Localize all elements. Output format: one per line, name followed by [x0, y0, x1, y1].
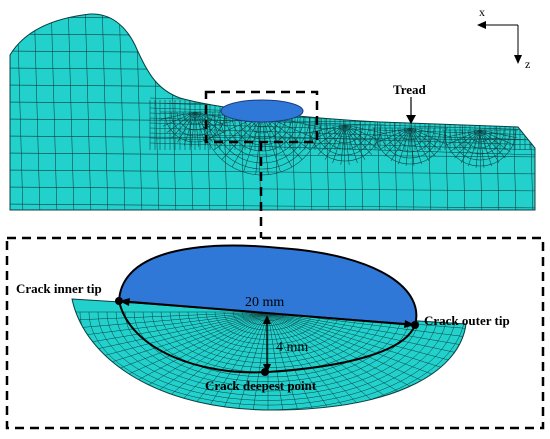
crack-detail-view: 20 mm 4 mm Crack inner tip Crack outer t…: [5, 236, 545, 430]
crack-inner-tip-point: [115, 297, 123, 305]
axis-indicator: x z: [477, 5, 530, 71]
crack-face: [117, 244, 418, 327]
crack-inner-tip-label: Crack inner tip: [16, 281, 102, 296]
tread-label: Tread: [393, 82, 427, 97]
axis-z-label: z: [525, 57, 530, 71]
crack-deepest-point-marker: [261, 368, 269, 376]
rail-mesh-view: Tread x z: [9, 5, 536, 238]
crack-outer-tip-label: Crack outer tip: [424, 313, 510, 328]
crack-deepest-point-label: Crack deepest point: [205, 378, 317, 393]
length-dimension-line: [123, 301, 411, 325]
detail-frame: [5, 236, 545, 430]
depth-dimension-label: 4 mm: [276, 340, 308, 355]
length-dimension-label: 20 mm: [245, 295, 284, 310]
axis-x-label: x: [479, 5, 485, 19]
crack-outer-tip-point: [411, 321, 419, 329]
rail-profile: [9, 13, 536, 211]
tread-arrow-head: [406, 115, 416, 124]
crack-face-top: [220, 99, 304, 123]
